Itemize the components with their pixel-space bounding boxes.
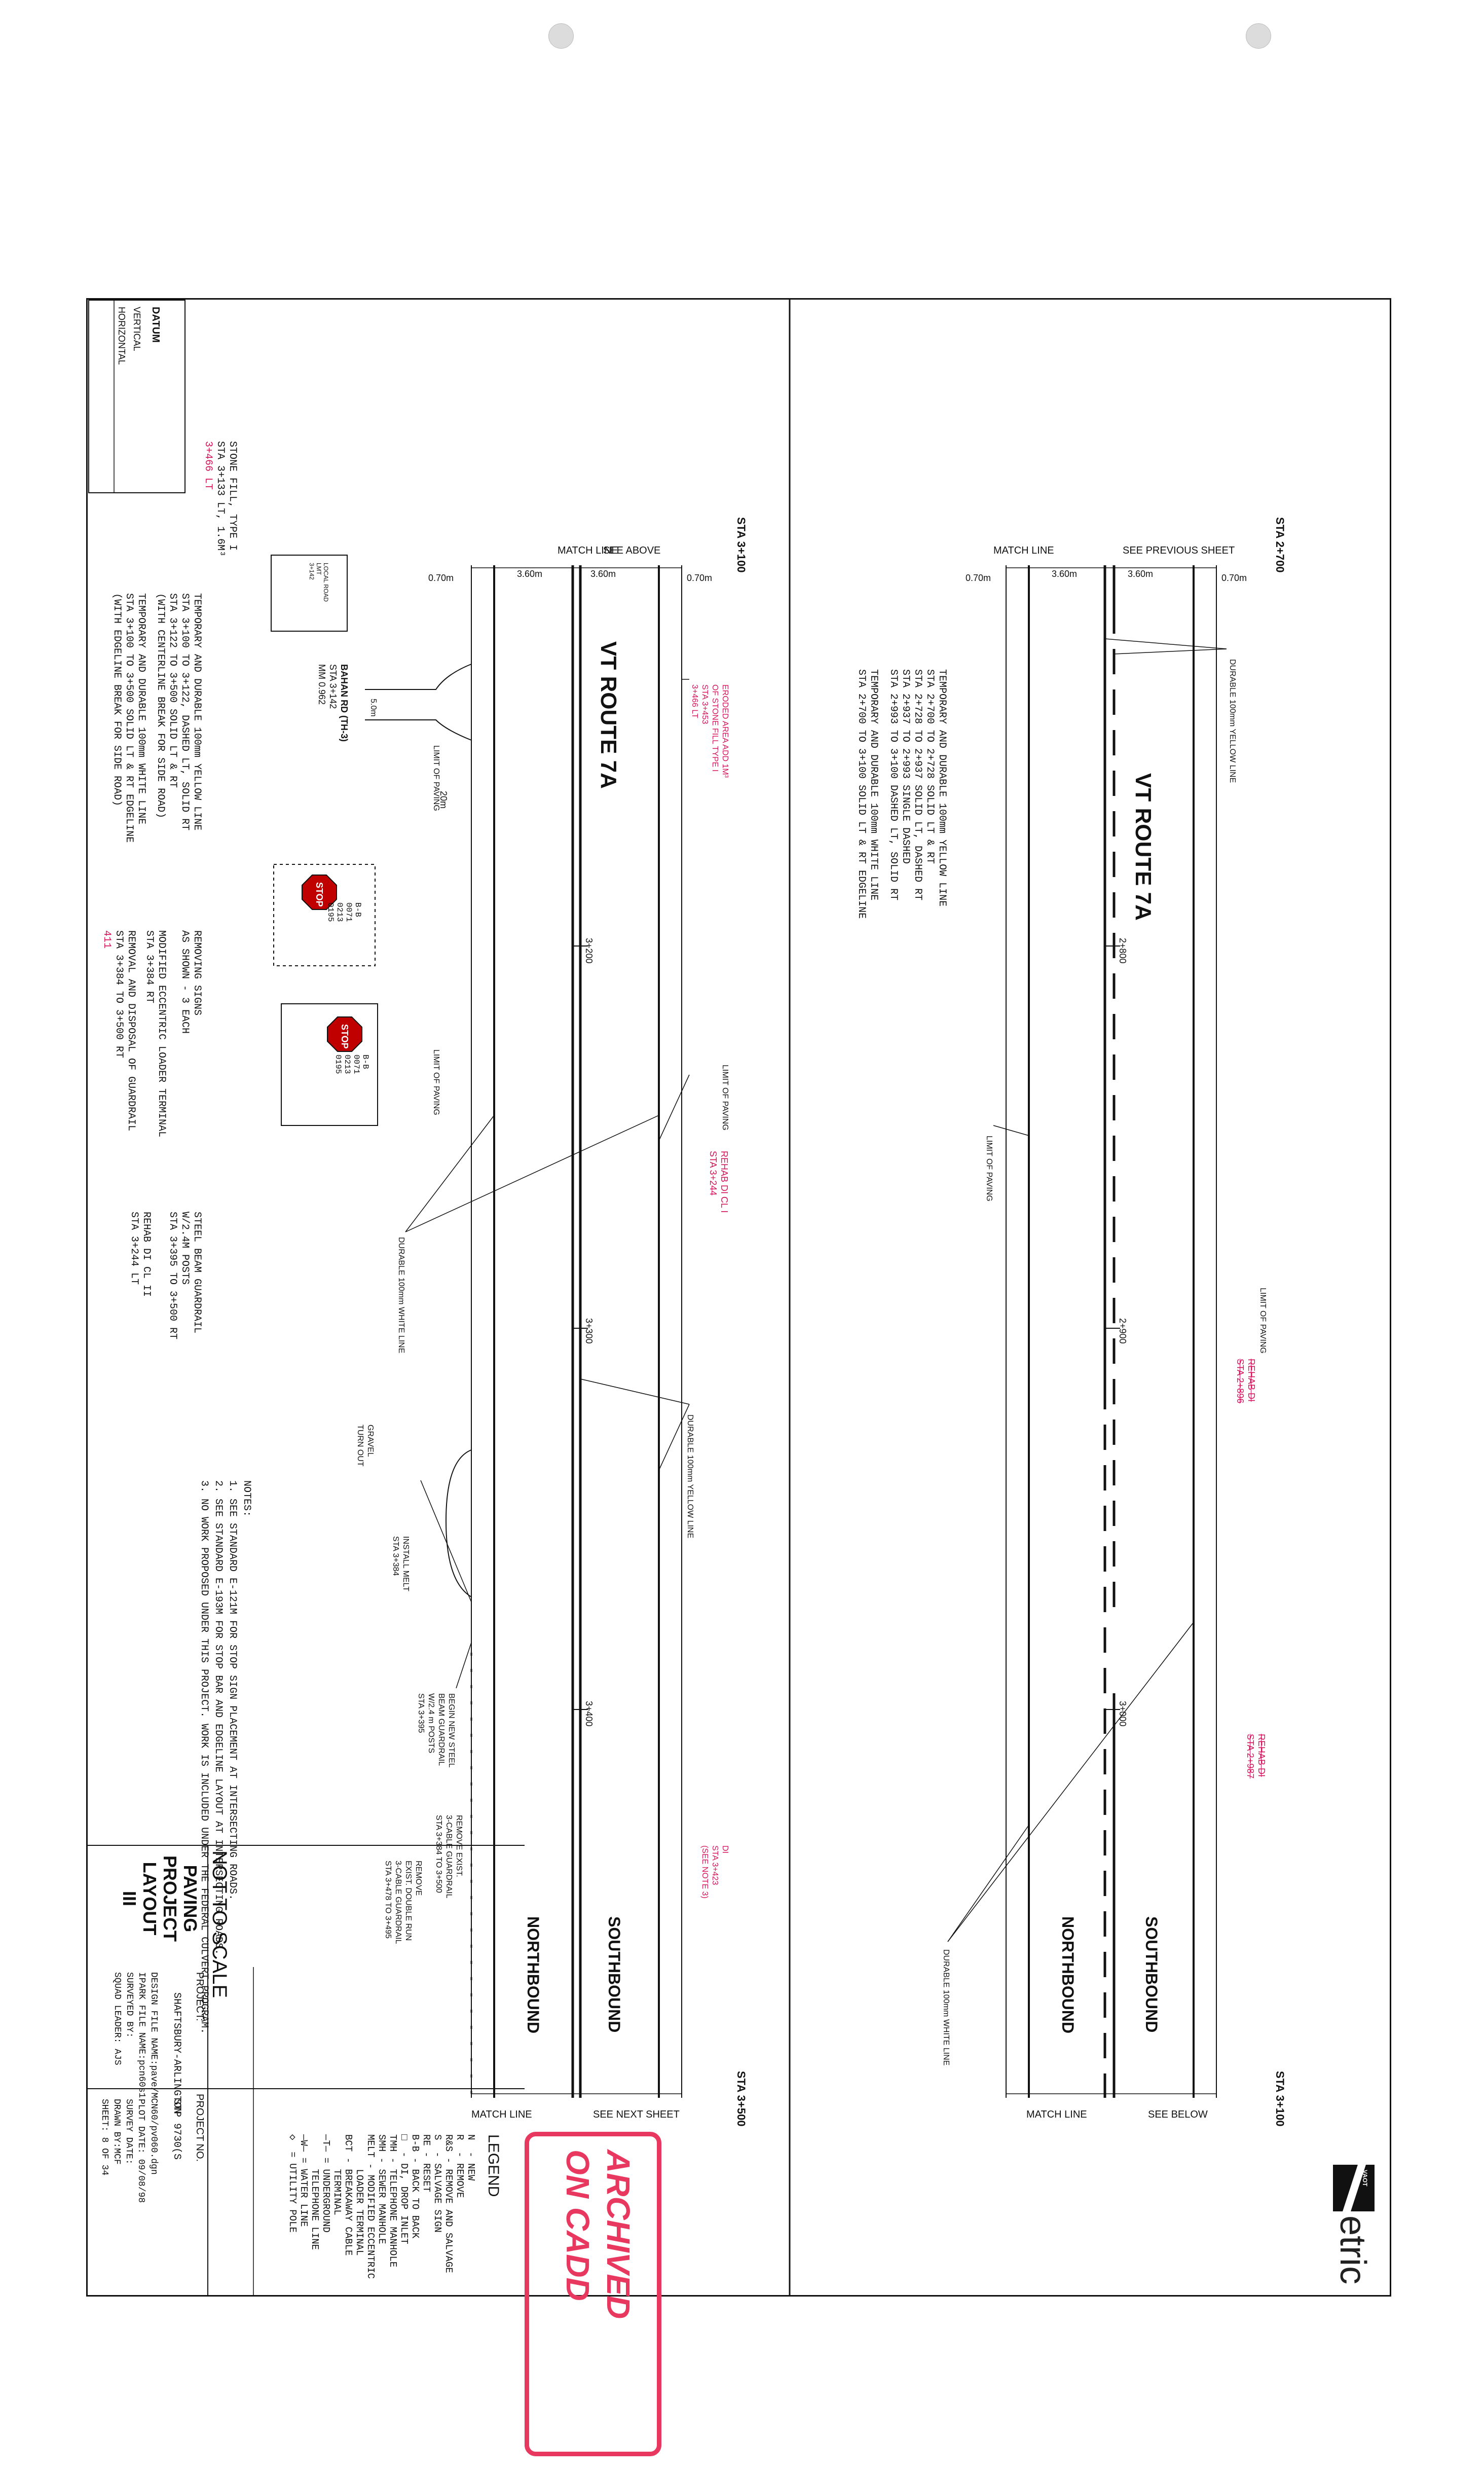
upper-route-label: VT ROUTE 7A: [596, 641, 621, 789]
upper-sta-start: STA 3+100: [735, 517, 748, 573]
lower-southbound: SOUTHBOUND: [1142, 1916, 1161, 2033]
stop-text-2: STOP: [340, 1024, 350, 1049]
lower-see-previous: SEE PREVIOUS SHEET: [1123, 545, 1235, 556]
lower-lane-left: 3.60m: [1052, 569, 1078, 579]
lower-match-line-bottom: MATCH LINE: [1026, 2109, 1087, 2120]
lower-match-line-top: MATCH LINE: [993, 545, 1054, 556]
lower-limit-paving-1: LIMIT OF PAVING: [985, 1136, 993, 1202]
dim-5m: 5.0m: [369, 699, 378, 717]
stop-sign-1: [302, 875, 337, 910]
punch-hole: [1246, 23, 1271, 49]
punch-hole: [548, 23, 574, 49]
lower-sta-2900: 2+900: [1118, 1318, 1128, 1344]
upper-sta-end: STA 3+500: [735, 2071, 748, 2127]
lower-lane-right: 3.60m: [1128, 569, 1154, 579]
logo-text: etric: [1332, 2215, 1373, 2285]
metric-logo-icon: [1333, 2165, 1375, 2211]
upper-see-above: SEE ABOVE: [603, 545, 661, 556]
upper-limit-paving-2: LIMIT OF PAVING: [432, 1049, 440, 1115]
project-no: STP 9730(S: [171, 2099, 182, 2160]
project-name: SHAFTSBURY-ARLINGTON: [171, 1992, 182, 2115]
upper-limit-paving-3: LIMIT OF PAVING: [721, 1065, 729, 1131]
drawing-frame: [86, 298, 1391, 2297]
upper-road: [365, 565, 690, 2098]
upper-durable-white: DURABLE 100mm WHITE LINE: [397, 1237, 405, 1354]
datum-vertical: VERTICAL: [132, 307, 142, 351]
upper-sta-3300: 3+300: [584, 1318, 594, 1344]
lower-limit-paving-2: LIMIT OF PAVING: [1258, 1288, 1267, 1354]
upper-northbound: NORTHBOUND: [524, 1916, 542, 2034]
upper-sta-3200: 3+200: [584, 938, 594, 964]
upper-sta-3400: 3+400: [584, 1701, 594, 1727]
project-label: PROJECT:: [194, 1972, 205, 2021]
upper-match-line-bottom: MATCH LINE: [471, 2109, 532, 2120]
lower-route-label: VT ROUTE 7A: [1131, 773, 1156, 921]
upper-durable-yellow: DURABLE 100mm YELLOW LINE: [686, 1414, 694, 1539]
project-no-label: PROJECT NO.: [194, 2094, 205, 2162]
stop-sign-2: [327, 1016, 362, 1052]
lower-sta-end: STA 3+100: [1274, 2071, 1286, 2127]
dim-20m: 20m: [438, 791, 449, 809]
archived-stamp: [525, 2132, 661, 2456]
lower-sta-start: STA 2+700: [1274, 517, 1286, 573]
lower-northbound: NORTHBOUND: [1059, 1916, 1077, 2034]
lower-see-below: SEE BELOW: [1148, 2109, 1208, 2120]
lower-sta-2800: 2+800: [1118, 938, 1128, 964]
not-to-scale: NOT TO SCALE: [208, 1850, 231, 1998]
lower-offset-left: 0.70m: [966, 573, 991, 583]
upper-lane-right: 3.60m: [590, 569, 616, 579]
lower-offset-right: 0.70m: [1221, 573, 1247, 583]
upper-see-next-sheet: SEE NEXT SHEET: [593, 2109, 680, 2120]
upper-match-line-top: MATCH LINE: [558, 545, 618, 556]
logo-small: VAOT: [1361, 2170, 1368, 2187]
lower-durable-yellow: DURABLE 100mm YELLOW LINE: [1228, 659, 1237, 783]
upper-offset-right: 0.70m: [687, 573, 713, 583]
upper-southbound: SOUTHBOUND: [605, 1916, 623, 2033]
datum-horizontal: HORIZONTAL: [117, 307, 127, 365]
legend-title: LEGEND: [485, 2134, 502, 2197]
upper-offset-left: 0.70m: [428, 573, 454, 583]
datum-title: DATUM: [150, 307, 161, 343]
stop-text-1: STOP: [314, 882, 324, 907]
upper-lane-left: 3.60m: [517, 569, 543, 579]
lower-sta-3000: 3+000: [1118, 1701, 1128, 1727]
lower-road: [947, 565, 1227, 2098]
lower-durable-white: DURABLE 100mm WHITE LINE: [942, 1949, 950, 2066]
